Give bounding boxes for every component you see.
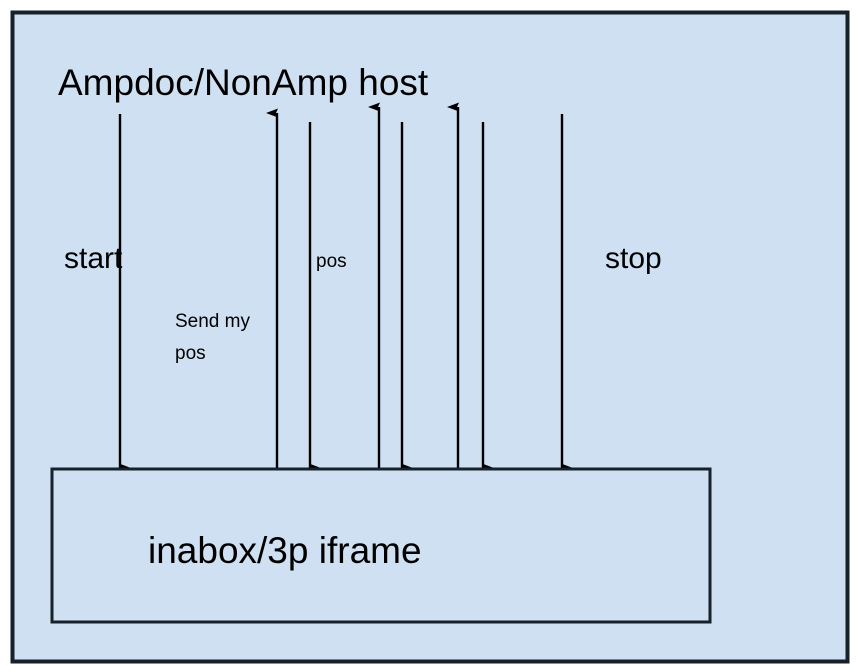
label-send-my-pos-line2: pos bbox=[175, 343, 206, 364]
label-stop: stop bbox=[605, 242, 662, 275]
inabox-iframe-box bbox=[50, 467, 712, 624]
top-actor-label: Ampdoc/NonAmp host bbox=[58, 62, 429, 103]
label-pos: pos bbox=[316, 251, 347, 272]
label-send-my-pos-line1: Send my bbox=[175, 311, 250, 332]
label-start: start bbox=[64, 242, 123, 275]
bottom-actor-label: inabox/3p iframe bbox=[148, 530, 422, 571]
